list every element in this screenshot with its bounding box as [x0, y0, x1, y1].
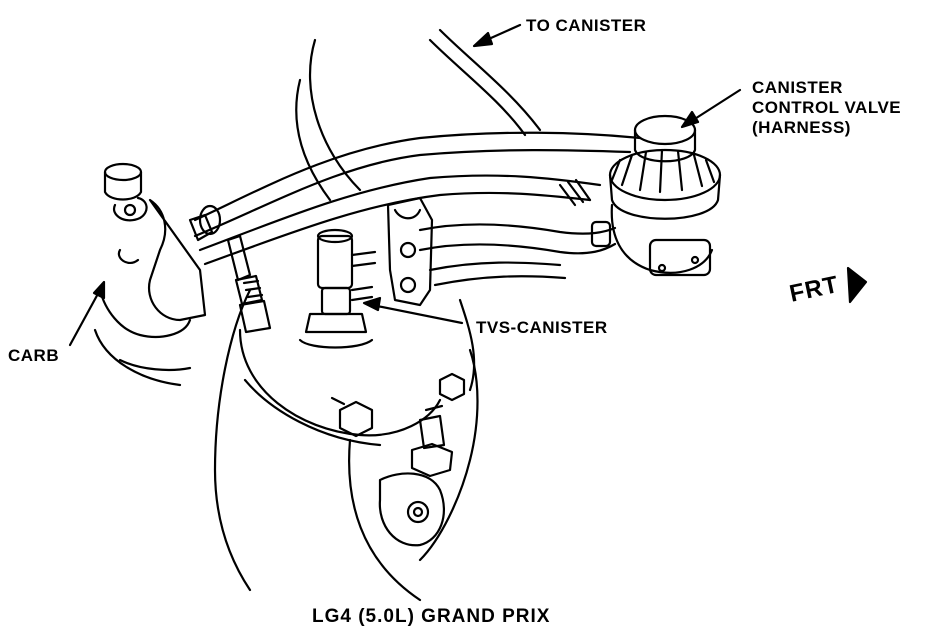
label-control-valve-line1: CANISTER [752, 78, 843, 97]
manifold-bolts [330, 372, 466, 478]
arrow-tvs-canister [370, 303, 464, 325]
tvs-canister-switch [298, 228, 377, 349]
carb-fittings [93, 162, 222, 387]
diagram-caption: LG4 (5.0L) GRAND PRIX [312, 606, 551, 627]
arrow-carb [68, 288, 102, 347]
engine-intake-outline [213, 38, 479, 602]
label-carb: CARB [8, 346, 60, 365]
label-control-valve-line3: (HARNESS) [752, 118, 851, 137]
canister-control-valve [608, 114, 722, 277]
frt-arrow-icon [846, 266, 868, 304]
vacuum-tee-bracket [386, 196, 434, 307]
leader-arrows [68, 23, 868, 347]
label-control-valve-line2: CONTROL VALVE [752, 98, 902, 117]
arrow-control-valve [688, 88, 742, 124]
sensor-fitting [226, 234, 272, 334]
vacuum-hoses [193, 28, 642, 287]
label-tvs-canister: TVS-CANISTER [476, 318, 608, 337]
label-to-canister: TO CANISTER [526, 16, 647, 35]
